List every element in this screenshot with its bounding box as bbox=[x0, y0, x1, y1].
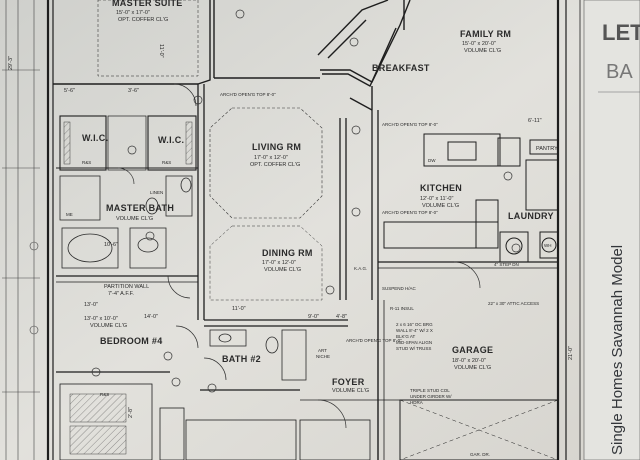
family-room-ceiling: VOLUME CL'G bbox=[464, 48, 501, 54]
partition-wall-note: PARTITION WALL bbox=[104, 284, 149, 290]
bearing-wall-note-3: BLK'G AT bbox=[396, 334, 416, 339]
wic-left-label: W.I.C. bbox=[82, 133, 108, 143]
dishwasher-note: DW bbox=[428, 158, 436, 163]
family-breakfast-walls bbox=[317, 0, 411, 111]
wic-right-label: W.I.C. bbox=[158, 135, 184, 145]
garage-walls bbox=[377, 300, 559, 460]
dim-11-0-top: 11'-0" bbox=[158, 44, 164, 58]
pantry-label: PANTRY bbox=[536, 146, 558, 152]
dim-5-6: 5'-6" bbox=[64, 88, 75, 94]
bearing-wall-note-1: 2 x 6 16" OC BRG bbox=[396, 322, 433, 327]
art-niche-note-1: ART bbox=[318, 348, 327, 353]
partition-height-note: 7'-4" A.F.F. bbox=[108, 291, 134, 297]
triple-stud-note-1: TRIPLE STUD COL bbox=[410, 388, 450, 393]
callout-markers bbox=[91, 9, 521, 393]
closets bbox=[59, 115, 197, 171]
water-heater-note: WH bbox=[544, 243, 552, 248]
garage-door-note: GAR. DR. bbox=[470, 452, 490, 457]
arched-opening-note-1: ARCH'D OPEN'G TOP 8'-0" bbox=[382, 122, 438, 127]
r11-insul-note: R-11 INSUL bbox=[390, 306, 414, 311]
triple-stud-note-3: HDRA bbox=[410, 400, 423, 405]
bedroom4-ceiling: VOLUME CL'G bbox=[90, 323, 127, 329]
dim-10-6: 10'-6" bbox=[104, 242, 118, 248]
dim-14-0: 14'-0" bbox=[144, 314, 158, 320]
dining-coffer-outline bbox=[209, 225, 323, 301]
dining-room-label: DINING RM bbox=[262, 248, 313, 258]
dim-29-3: 29'-3" bbox=[8, 56, 14, 70]
attic-access-note: 22" x 30" ATTIC ACCESS bbox=[488, 301, 539, 306]
triple-stud-note-2: UNDER GIRDER W/ bbox=[410, 394, 452, 399]
bearing-wall-note-2: WALL 8'-4" W/ 2 X bbox=[396, 328, 433, 333]
kitchen-counters bbox=[383, 133, 559, 263]
bath-fixtures bbox=[59, 175, 307, 381]
title-model-name: Single Homes Savannah Model bbox=[609, 245, 626, 455]
breakfast-label: BREAKFAST bbox=[372, 63, 430, 73]
title-brand-1: LET bbox=[602, 20, 640, 45]
kitchen-label: KITCHEN bbox=[420, 183, 462, 193]
dim-11-0-mid: 11'-0" bbox=[232, 306, 246, 312]
bedroom4-label: BEDROOM #4 bbox=[100, 336, 163, 346]
dim-9-0: 9'-0" bbox=[308, 314, 319, 320]
master-bath-label: MASTER BATH bbox=[106, 203, 174, 213]
left-dimension-lines bbox=[2, 0, 40, 460]
master-bath-ceiling: VOLUME CL'G bbox=[116, 216, 153, 222]
foyer-ceiling: VOLUME CL'G bbox=[332, 388, 369, 394]
lower-hall-walls bbox=[59, 383, 371, 460]
living-room-label: LIVING RM bbox=[252, 142, 301, 152]
art-niche-note-2: NICHE bbox=[316, 354, 330, 359]
kitchen-ceiling: VOLUME CL'G bbox=[422, 203, 459, 209]
bearing-wall-note-5: STUD W/ TRUSS bbox=[396, 346, 431, 351]
bearing-wall-note-4: MID-SPAN ALIGN bbox=[396, 340, 432, 345]
master-suite-ceiling: OPT. COFFER CL'G bbox=[118, 17, 168, 23]
arched-opening-note-3: ARCH'D OPEN'G TOP 8'-0" bbox=[346, 338, 402, 343]
arched-opening-note-4: ARCH'D OPEN'G TOP 8'-0" bbox=[220, 92, 276, 97]
master-suite-size: 15'-0" x 17'-0" bbox=[116, 10, 150, 16]
laundry-label: LAUNDRY bbox=[508, 211, 554, 221]
living-room-size: 17'-0" x 12'-0" bbox=[254, 155, 288, 161]
garage-size: 18'-0" x 20'-0" bbox=[452, 358, 486, 364]
kag-note: K.A.G. bbox=[354, 266, 367, 271]
dining-room-ceiling: VOLUME CL'G bbox=[264, 267, 301, 273]
dim-3-6: 3'-6" bbox=[128, 88, 139, 94]
garage-label: GARAGE bbox=[452, 345, 493, 355]
dim-6-11: 6'-11" bbox=[528, 118, 542, 124]
dim-4-8: 4'-8" bbox=[336, 314, 347, 320]
interior-walls bbox=[56, 84, 558, 401]
exterior-walls bbox=[46, 0, 581, 460]
rs-note-1: R&S bbox=[82, 160, 91, 165]
family-room-size: 15'-0" x 20'-0" bbox=[462, 41, 496, 47]
rs-note-3: R&S bbox=[100, 392, 109, 397]
step-down-note: 4" STEP DN bbox=[494, 262, 519, 267]
family-room-label: FAMILY RM bbox=[460, 29, 511, 39]
living-room-ceiling: OPT. COFFER CL'G bbox=[250, 162, 300, 168]
door-swings bbox=[117, 83, 481, 429]
dim-2-8: 2'-8" bbox=[128, 407, 134, 418]
me-note: ME bbox=[66, 212, 73, 217]
bath2-label: BATH #2 bbox=[222, 354, 261, 364]
title-brand-2: BA bbox=[606, 61, 633, 83]
rs-note-2: R&S bbox=[162, 160, 171, 165]
foyer-label: FOYER bbox=[332, 377, 365, 387]
suspend-hvac-note: SUSPEND H/AC bbox=[382, 286, 417, 291]
master-suite-walls bbox=[53, 0, 320, 85]
bedroom4-size: 13'-0" x 10'-0" bbox=[84, 316, 118, 322]
dim-21-0: 21'-0" bbox=[568, 346, 574, 360]
title-block: LET BA Single Homes Savannah Model bbox=[583, 0, 640, 460]
living-coffer-outline bbox=[209, 107, 323, 219]
linen-note: LINEN bbox=[150, 190, 163, 195]
dining-room-size: 17'-0" x 12'-0" bbox=[262, 260, 296, 266]
arched-opening-note-2: ARCH'D OPEN'G TOP 8'-0" bbox=[382, 210, 438, 215]
dim-13-0: 13'-0" bbox=[84, 302, 98, 308]
garage-ceiling: VOLUME CL'G bbox=[454, 365, 491, 371]
kitchen-size: 12'-0" x 11'-0" bbox=[420, 196, 453, 202]
master-suite-label: MASTER SUITE bbox=[112, 0, 183, 8]
